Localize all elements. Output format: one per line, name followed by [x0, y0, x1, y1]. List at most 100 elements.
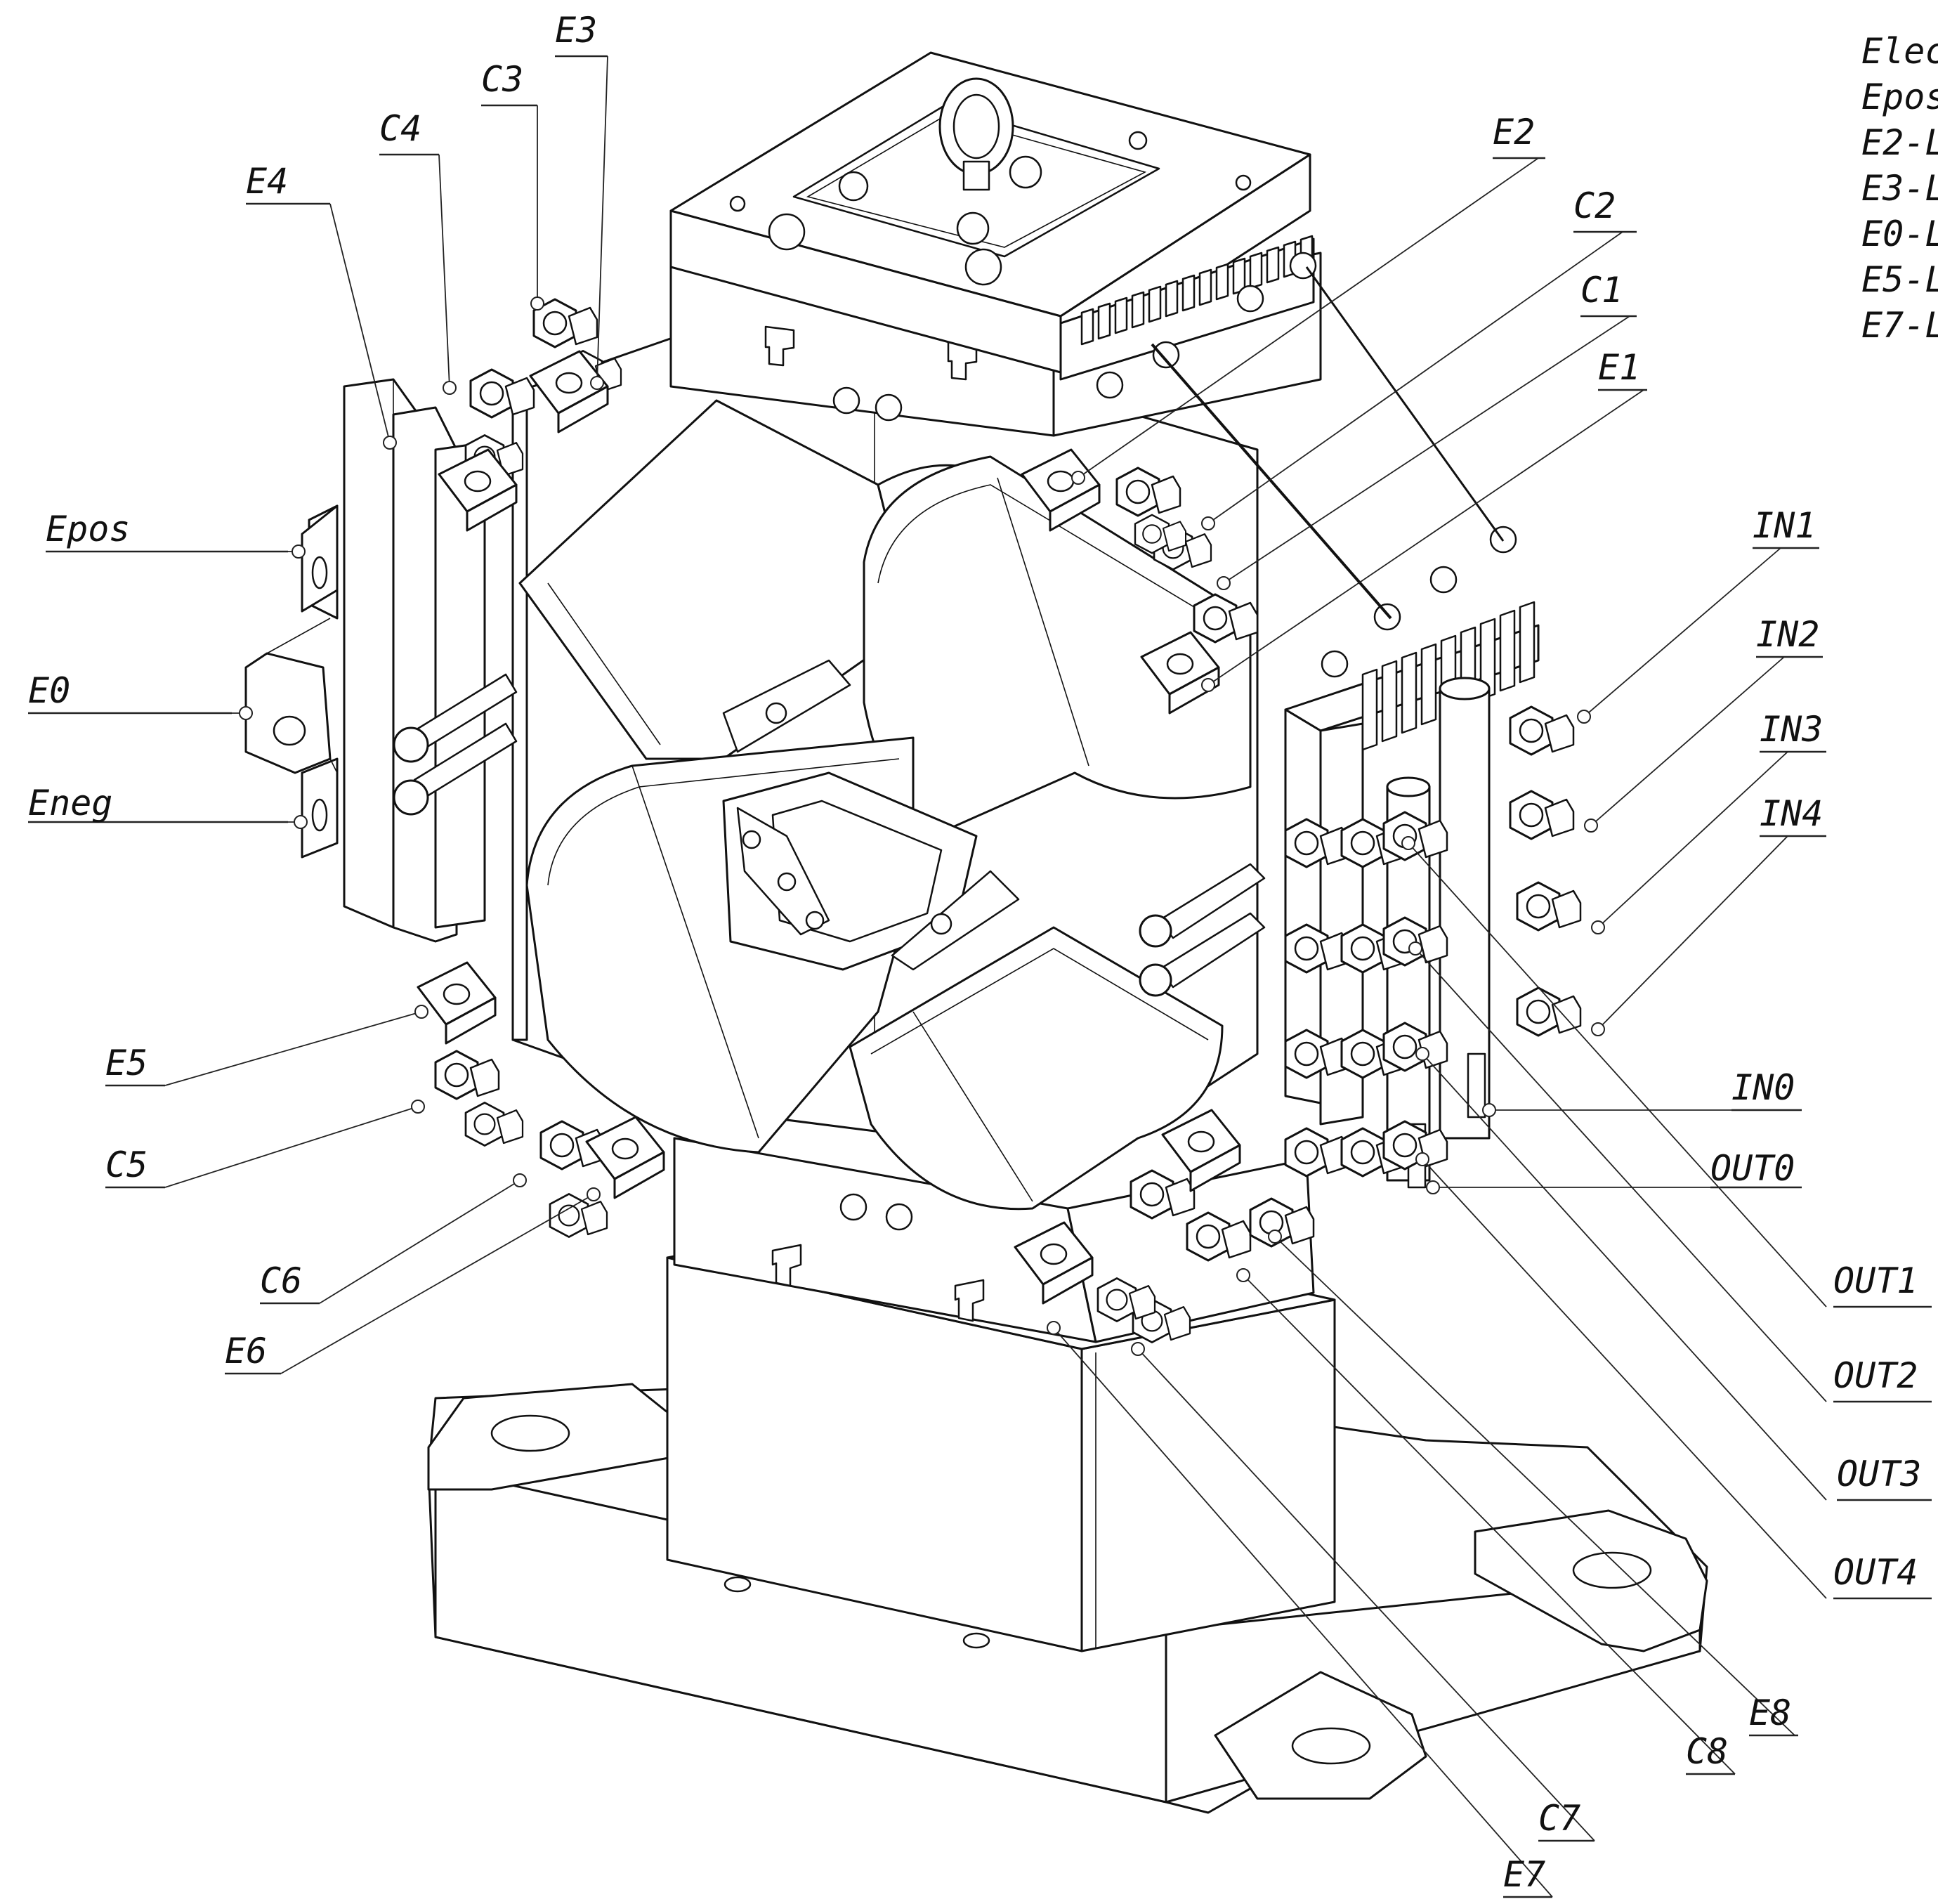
leader-end-dot: [1482, 1103, 1496, 1117]
leader-line: [438, 154, 450, 389]
leader-end-dot: [1131, 1342, 1145, 1356]
comb-tooth: [1381, 660, 1398, 743]
terminal-block: [529, 350, 609, 433]
label-epos: Epos: [46, 509, 130, 549]
label-in1: IN1: [1753, 505, 1816, 546]
comb-tooth: [1114, 296, 1128, 334]
comb-tooth: [1249, 252, 1263, 289]
comb-tooth: [1215, 263, 1229, 301]
leader-line: [1597, 751, 1788, 928]
leader-end-dot: [411, 1100, 425, 1114]
fitting-nut: [1284, 1127, 1350, 1178]
legend-line-7: E7-L: [1861, 305, 1938, 346]
comb-tooth: [1080, 308, 1094, 346]
label-out2: OUT2: [1833, 1355, 1918, 1396]
leader-end-dot: [1415, 1047, 1429, 1061]
leader-end-dot: [443, 381, 457, 395]
label-out4: OUT4: [1833, 1552, 1918, 1593]
leader-end-dot: [1591, 1022, 1605, 1036]
leader-end-dot: [1577, 710, 1591, 724]
leader-end-dot: [1584, 819, 1598, 833]
label-c6: C6: [260, 1260, 302, 1301]
label-e5: E5: [105, 1043, 148, 1083]
fitting-nut: [1249, 1197, 1315, 1248]
leader-line: [1590, 656, 1785, 826]
comb-tooth: [1131, 291, 1145, 329]
leader-end-dot: [530, 296, 544, 311]
label-c7: C7: [1538, 1798, 1580, 1839]
leader-end-dot: [513, 1173, 527, 1187]
label-c8: C8: [1686, 1731, 1728, 1772]
leader-end-dot: [1408, 941, 1422, 956]
comb-tooth: [1420, 643, 1437, 726]
comb-tooth: [1519, 601, 1536, 684]
label-c4: C4: [379, 108, 421, 149]
fittings: [417, 298, 1582, 1343]
label-e0: E0: [28, 670, 70, 711]
top-lid: [669, 51, 1311, 374]
label-c5: C5: [105, 1145, 148, 1185]
upper-terminal-comb: [1059, 235, 1317, 399]
leader-line: [280, 1194, 594, 1374]
fitting-nut: [1516, 881, 1582, 932]
base-foot-front: [1214, 1671, 1427, 1800]
leader-line: [1243, 1274, 1736, 1775]
leader-end-dot: [294, 815, 308, 829]
leader-line: [1274, 1236, 1795, 1736]
label-in4: IN4: [1760, 793, 1823, 834]
leader-end-dot: [590, 376, 604, 390]
label-in3: IN3: [1760, 709, 1823, 750]
fitting-nut: [1382, 1120, 1448, 1171]
label-e3: E3: [555, 10, 597, 51]
leader-line: [1422, 1053, 1827, 1501]
label-out3: OUT3: [1837, 1454, 1921, 1494]
fitting-nut: [1284, 923, 1350, 974]
fitting-nut: [1382, 811, 1448, 861]
leader-line: [164, 1106, 419, 1188]
fitting-nut: [1516, 986, 1582, 1037]
fitting-nut: [1096, 1277, 1156, 1322]
legend: Elec Epos E2-L E3-L E0-L E5-L E7-L: [1861, 31, 1938, 346]
comb-tooth: [1361, 668, 1378, 751]
leader-end-dot: [1268, 1230, 1282, 1244]
leader-line: [1408, 842, 1827, 1308]
label-e8: E8: [1749, 1693, 1791, 1733]
terminal-block: [1021, 448, 1101, 532]
label-c1: C1: [1580, 270, 1623, 311]
comb-tooth: [1198, 268, 1212, 306]
fitting-nut: [469, 368, 535, 419]
terminal-block: [438, 448, 518, 532]
label-out0: OUT0: [1710, 1148, 1795, 1189]
fitting-nut: [1509, 705, 1575, 756]
leader-line: [164, 1011, 422, 1086]
label-e6: E6: [225, 1331, 267, 1371]
fitting-nut: [1130, 1169, 1196, 1220]
legend-line-1: Elec: [1861, 31, 1938, 72]
leader-line: [319, 1180, 520, 1304]
leader-end-dot: [1217, 576, 1231, 590]
comb-tooth: [1479, 618, 1496, 700]
leader-end-dot: [239, 706, 253, 720]
leader-line: [1583, 547, 1781, 717]
fitting-nut: [464, 1102, 524, 1147]
leader-end-dot: [587, 1187, 601, 1201]
callout-labels: E3 C3 C4 E4 E2 C2 C1 E1 Epos E0 Eneg IN1…: [28, 10, 1921, 1895]
fitting-nut: [549, 1193, 608, 1238]
leader-end-dot: [1201, 678, 1215, 692]
label-in0: IN0: [1731, 1067, 1795, 1108]
label-e1: E1: [1598, 347, 1640, 388]
base-foot-left: [427, 1383, 690, 1491]
leader-line: [1137, 1348, 1595, 1841]
fitting-nut: [532, 298, 598, 348]
comb-tooth: [1401, 651, 1418, 734]
terminal-block: [1161, 1109, 1241, 1192]
leader-end-dot: [383, 436, 397, 450]
comb-tooth: [1266, 246, 1280, 284]
label-c3: C3: [481, 59, 523, 100]
leader-line: [1053, 1327, 1553, 1898]
label-e7: E7: [1503, 1854, 1545, 1895]
fitting-nut: [1186, 1211, 1252, 1262]
fitting-nut: [1193, 593, 1259, 644]
